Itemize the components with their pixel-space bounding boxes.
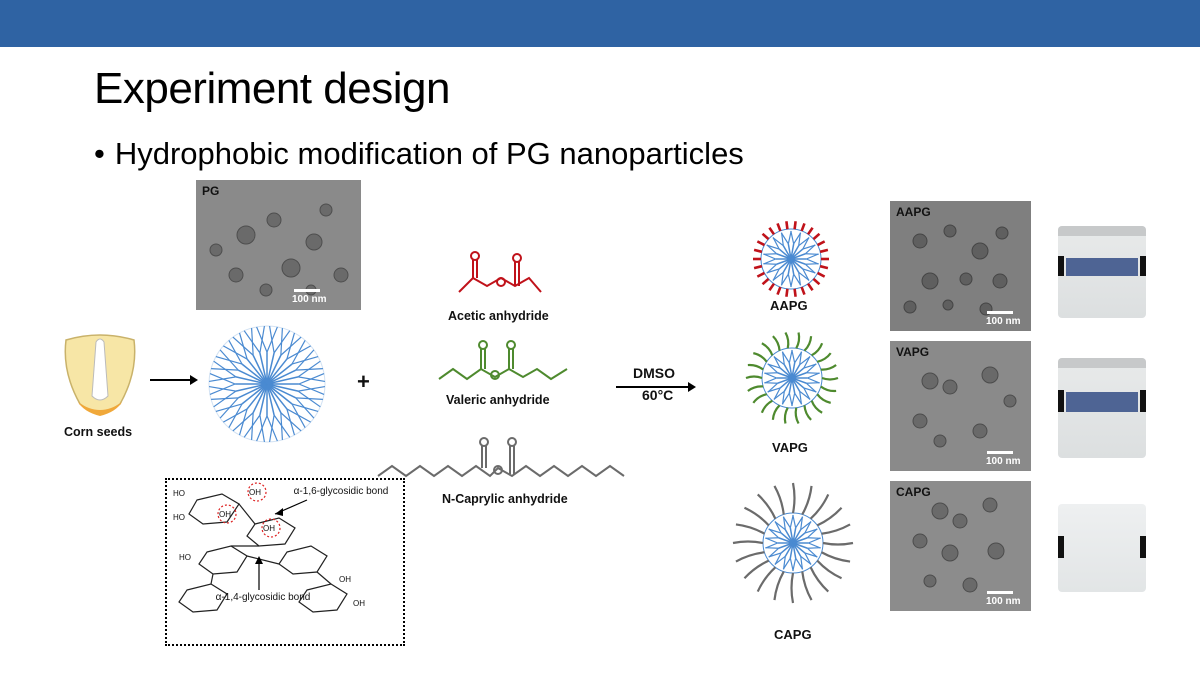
vapg-tem-image: VAPG 100 nm — [890, 341, 1031, 471]
pg-scale-label: 100 nm — [292, 294, 327, 305]
caprylic-anhydride-structure — [377, 437, 625, 478]
slide-title: Experiment design — [94, 64, 450, 113]
vapg-particle-diagram — [745, 331, 839, 425]
capg-label: CAPG — [774, 627, 812, 642]
valeric-anhydride-structure — [438, 340, 568, 381]
alpha-14-bond-label: α-1,4-glycosidic bond — [215, 592, 311, 603]
pg-tem-texture — [196, 180, 361, 310]
acetic-anhydride-label: Acetic anhydride — [448, 309, 549, 323]
corn-seed-illustration — [64, 334, 136, 416]
pg-dendrimer-diagram — [208, 325, 326, 443]
capg-particle-diagram — [732, 482, 854, 604]
header-bar — [0, 0, 1200, 47]
vapg-tem-label: VAPG — [896, 345, 930, 359]
ho-label-2: HO — [173, 513, 185, 522]
ho-label-3: HO — [179, 553, 191, 562]
bullet-text: Hydrophobic modification of PG nanoparti… — [114, 136, 744, 171]
solvent-label: DMSO — [633, 365, 675, 381]
alpha-16-bond-label: α-1,6-glycosidic bond — [293, 486, 389, 497]
aapg-tem-image: AAPG 100 nm — [890, 201, 1031, 331]
acetic-anhydride-structure — [458, 251, 542, 293]
valeric-anhydride-label: Valeric anhydride — [446, 393, 550, 407]
glycosidic-structure-panel: OH OH OH HO HO HO OH OH α-1,6-glycosidic… — [165, 478, 405, 646]
caprylic-anhydride-label: N-Caprylic anhydride — [442, 492, 568, 506]
aapg-cuvette-photo — [1058, 226, 1146, 318]
arrow-icon — [150, 375, 198, 385]
oh-label-3: OH — [263, 524, 275, 533]
oh-label-4: OH — [339, 575, 351, 584]
temperature-label: 60°C — [642, 387, 674, 403]
plus-sign: + — [357, 369, 370, 394]
aapg-tem-label: AAPG — [896, 205, 931, 219]
aapg-scale-label: 100 nm — [986, 316, 1021, 327]
capg-cuvette-photo — [1058, 504, 1146, 592]
vapg-label: VAPG — [772, 440, 808, 455]
reaction-arrow-icon — [616, 382, 696, 392]
pg-tem-image: PG 100 nm — [196, 180, 361, 310]
vapg-cuvette-photo — [1058, 358, 1146, 458]
capg-tem-image: CAPG 100 nm — [890, 481, 1031, 611]
ho-label-1: HO — [173, 489, 185, 498]
oh-label-1: OH — [249, 488, 261, 497]
vapg-scale-label: 100 nm — [986, 456, 1021, 467]
glucan-structure-drawing: OH OH OH HO HO HO OH OH — [173, 482, 365, 613]
oh-label-5: OH — [353, 599, 365, 608]
pg-tem-label: PG — [202, 184, 220, 198]
capg-scale-label: 100 nm — [986, 596, 1021, 607]
bullet-dot: • — [94, 136, 105, 171]
capg-tem-label: CAPG — [896, 485, 931, 499]
aapg-particle-diagram — [753, 221, 829, 297]
oh-label-2: OH — [219, 510, 231, 519]
aapg-label: AAPG — [770, 298, 808, 313]
bullet-item: • Hydrophobic modification of PG nanopart… — [94, 136, 744, 172]
corn-seeds-label: Corn seeds — [64, 425, 133, 439]
